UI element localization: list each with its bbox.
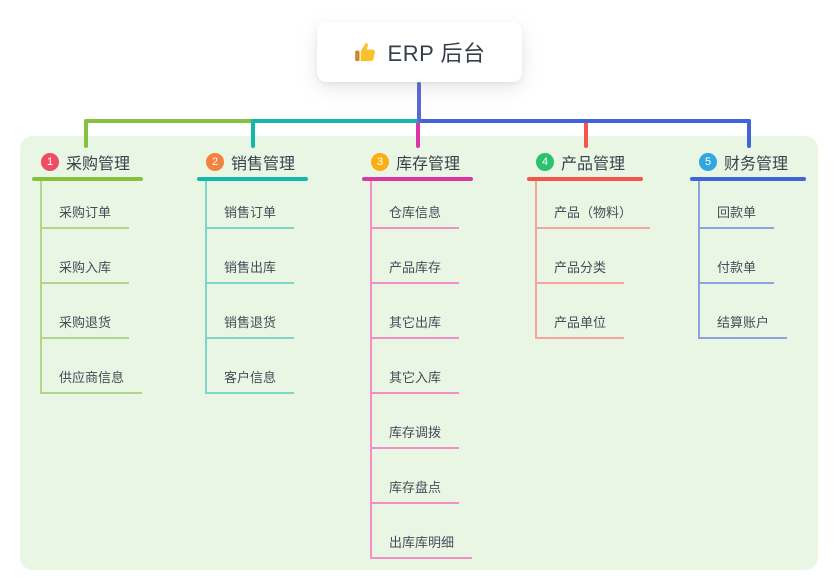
branch-number-badge: 1 [41, 152, 59, 171]
branch-underline [32, 177, 143, 181]
branch-inventory: 3 库存管理仓库信息产品库存其它出库其它入库库存调拨库存盘点出库库明细 [362, 146, 473, 559]
branch-sales: 2 销售管理销售订单销售出库销售退货客户信息 [197, 146, 308, 394]
branch-children: 仓库信息产品库存其它出库其它入库库存调拨库存盘点出库库明细 [370, 181, 473, 559]
child-node-label: 产品分类 [554, 260, 607, 275]
branch-children: 销售订单销售出库销售退货客户信息 [205, 181, 308, 394]
child-node[interactable]: 回款单 [700, 181, 775, 229]
branch-node-purchase[interactable]: 1 采购管理 [32, 146, 143, 177]
child-node-label: 付款单 [717, 260, 757, 275]
branch-number-badge: 5 [699, 152, 717, 171]
child-node-label: 出库库明细 [389, 535, 455, 550]
connector-drop-purchase [84, 118, 88, 148]
child-node-label: 采购退货 [59, 315, 112, 330]
root-title: ERP 后台 [387, 41, 486, 66]
connector-drop-finance [747, 118, 751, 148]
child-node-label: 供应商信息 [59, 370, 125, 385]
child-node[interactable]: 产品库存 [372, 229, 460, 284]
child-node-label: 产品单位 [554, 315, 607, 330]
child-node-label: 其它入库 [389, 370, 442, 385]
child-node[interactable]: 采购退货 [42, 284, 130, 339]
child-node[interactable]: 采购订单 [42, 181, 130, 229]
root-trunk-line [416, 82, 421, 122]
root-node[interactable]: ERP 后台 [317, 22, 522, 82]
branch-label: 财务管理 [724, 155, 789, 173]
child-node[interactable]: 仓库信息 [372, 181, 460, 229]
child-node-label: 销售订单 [224, 205, 277, 220]
branches-panel [20, 136, 818, 570]
branch-product: 4 产品管理产品（物料） 产品分类产品单位 [527, 146, 651, 339]
branch-number-badge: 2 [206, 152, 224, 171]
child-node[interactable]: 出库库明细 [372, 504, 473, 559]
child-node-label: 库存盘点 [389, 480, 442, 495]
child-node-label: 销售退货 [224, 315, 277, 330]
child-node[interactable]: 其它出库 [372, 284, 460, 339]
child-node[interactable]: 客户信息 [207, 339, 295, 394]
branch-number-badge: 3 [371, 152, 389, 171]
child-node[interactable]: 库存调拨 [372, 394, 460, 449]
connector-rail-middle [251, 118, 420, 123]
child-node[interactable]: 销售订单 [207, 181, 295, 229]
connector-rail-left [85, 118, 255, 123]
child-node-label: 采购入库 [59, 260, 112, 275]
child-node[interactable]: 其它入库 [372, 339, 460, 394]
child-node[interactable]: 结算账户 [700, 284, 788, 339]
branch-children: 回款单付款单结算账户 [698, 181, 806, 339]
child-node-label: 产品库存 [389, 260, 442, 275]
branch-label: 销售管理 [231, 155, 296, 173]
child-node-label: 销售出库 [224, 260, 277, 275]
branch-children: 产品（物料） 产品分类产品单位 [535, 181, 651, 339]
branch-node-inventory[interactable]: 3 库存管理 [362, 146, 473, 177]
child-node[interactable]: 销售出库 [207, 229, 295, 284]
child-node[interactable]: 供应商信息 [42, 339, 143, 394]
branch-underline [197, 177, 308, 181]
branch-number-badge: 4 [536, 152, 554, 171]
child-node[interactable]: 产品单位 [537, 284, 625, 339]
child-node-label: 仓库信息 [389, 205, 442, 220]
child-node[interactable]: 产品（物料） [537, 181, 651, 229]
child-node[interactable]: 产品分类 [537, 229, 625, 284]
connector-drop-sales [251, 118, 255, 148]
child-node-label: 库存调拨 [389, 425, 442, 440]
branch-node-product[interactable]: 4 产品管理 [527, 146, 643, 177]
child-node[interactable]: 付款单 [700, 229, 775, 284]
branch-underline [527, 177, 643, 181]
connector-rail-right [418, 118, 751, 123]
branch-label: 产品管理 [561, 155, 626, 173]
child-node-label: 客户信息 [224, 370, 277, 385]
branch-underline [362, 177, 473, 181]
child-node[interactable]: 销售退货 [207, 284, 295, 339]
child-node-label: 结算账户 [717, 315, 770, 330]
child-node[interactable]: 采购入库 [42, 229, 130, 284]
branch-label: 库存管理 [396, 155, 461, 173]
connector-drop-product [584, 118, 588, 148]
branch-underline [690, 177, 806, 181]
child-node[interactable]: 库存盘点 [372, 449, 460, 504]
child-node-label: 其它出库 [389, 315, 442, 330]
branch-children: 采购订单采购入库采购退货供应商信息 [40, 181, 143, 394]
child-node-label: 采购订单 [59, 205, 112, 220]
child-node-label: 回款单 [717, 205, 757, 220]
connector-drop-inventory [416, 118, 420, 148]
child-node-label: 产品（物料） [554, 205, 633, 220]
branch-node-finance[interactable]: 5 财务管理 [690, 146, 806, 177]
branch-purchase: 1 采购管理采购订单采购入库采购退货供应商信息 [32, 146, 143, 394]
branch-label: 采购管理 [66, 155, 131, 173]
branch-node-sales[interactable]: 2 销售管理 [197, 146, 308, 177]
thumbs-up-icon [354, 41, 377, 64]
branch-finance: 5 财务管理回款单付款单结算账户 [690, 146, 806, 339]
